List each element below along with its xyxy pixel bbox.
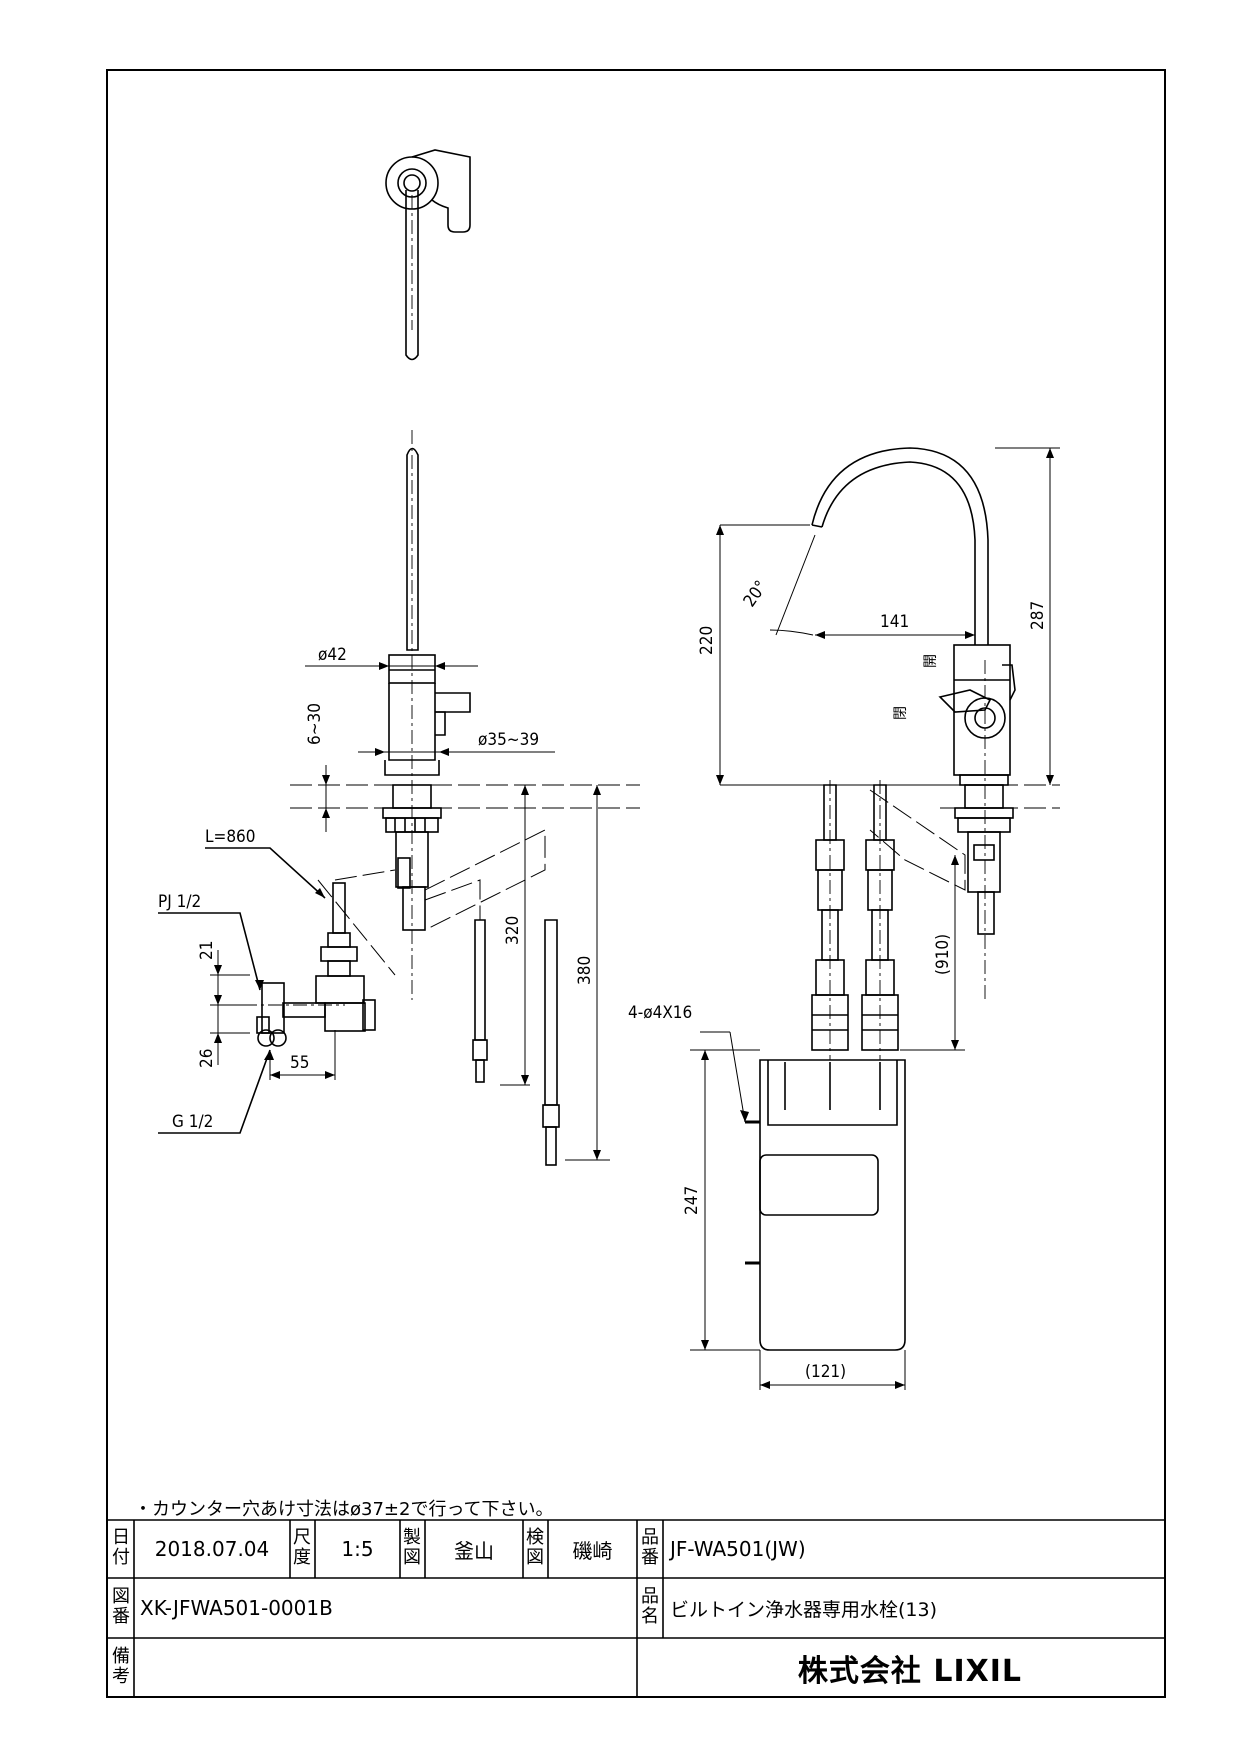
scale-label: 尺度	[293, 1527, 311, 1568]
dim-55: 55	[290, 1053, 309, 1073]
dim-320: 320	[503, 916, 523, 945]
part-name-value: ビルトイン浄水器専用水栓(13)	[670, 1598, 938, 1621]
scale-value: 1:5	[341, 1537, 374, 1561]
drafter-value: 釜山	[454, 1538, 494, 1563]
dim-angle: 20°	[740, 577, 772, 611]
part-no-value: JF-WA501(JW)	[670, 1537, 806, 1561]
top-view	[385, 149, 471, 361]
label-close: 閉	[893, 706, 909, 720]
front-view	[158, 430, 640, 1166]
dim-380: 380	[575, 956, 595, 985]
dim-910: (910)	[933, 934, 953, 975]
dim-26: 26	[197, 1049, 217, 1068]
title-block-grid	[107, 1519, 1165, 1697]
arrowheads	[214, 448, 1054, 1389]
dim-121: (121)	[805, 1362, 846, 1382]
drawing-no-label: 図番	[112, 1586, 130, 1627]
checker-value: 磯崎	[572, 1538, 613, 1563]
dim-d42: ø42	[318, 645, 347, 665]
drilling-note: ・カウンター穴あけ寸法はø37±2で行って下さい。	[134, 1499, 554, 1520]
part-no-label: 品番	[641, 1527, 659, 1568]
date-value: 2018.07.04	[154, 1537, 270, 1561]
sheet-border	[106, 69, 1166, 1698]
checker-label: 検図	[526, 1527, 544, 1568]
dim-21: 21	[197, 941, 217, 960]
label-open: 開	[923, 654, 939, 668]
dim-141: 141	[880, 612, 909, 632]
part-name-label: 品名	[641, 1586, 659, 1627]
dim-287: 287	[1028, 601, 1048, 630]
dim-counter-thickness: 6~30	[305, 703, 325, 745]
label-g12: G 1/2	[172, 1112, 213, 1132]
label-l860: L=860	[205, 827, 256, 847]
company-logo: 株式会社 LIXIL	[797, 1653, 1023, 1689]
drawing-no-value: XK-JFWA501-0001B	[140, 1596, 333, 1620]
dim-220: 220	[697, 626, 717, 655]
remarks-label: 備考	[112, 1646, 130, 1687]
label-pj: PJ 1/2	[158, 892, 201, 912]
label-holes: 4-ø4X16	[628, 1003, 692, 1023]
side-view	[690, 447, 1060, 1390]
drafter-label: 製図	[403, 1527, 421, 1568]
date-label: 日付	[112, 1527, 130, 1568]
dim-247: 247	[682, 1186, 702, 1215]
dim-d35-39: ø35~39	[478, 730, 539, 750]
